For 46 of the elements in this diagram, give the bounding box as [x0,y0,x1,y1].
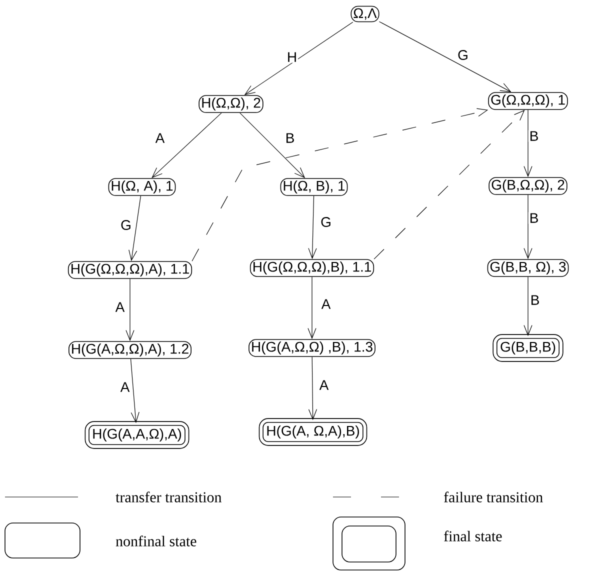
state-box: G(Ω,Ω,Ω), 1 [488,92,568,110]
edge-label: H [286,51,298,63]
arrow [308,356,318,420]
state-box: H(Ω,Ω), 2 [198,95,264,113]
final-state-box: H(G(A, Ω,A),B) [258,418,368,446]
arrow [152,112,222,178]
state-box: Ω,Λ [350,6,380,22]
state-box: G(B,Ω,Ω), 2 [488,177,568,195]
edge-label: G [120,219,132,231]
arrow [126,278,134,342]
arrow [524,276,532,336]
edge-label: B [529,294,541,306]
state-box: H(Ω, B), 1 [280,178,348,196]
edge-label: A [320,298,332,310]
edge-label: A [318,379,330,391]
dashed-arrow [374,110,525,260]
edge-label: B [528,212,540,224]
edge-label: B [284,132,296,144]
edge-label: B [528,130,540,142]
edge-label: G [456,49,470,61]
edge-label: A [119,381,131,393]
arrow [524,110,532,178]
arrow [244,22,354,96]
final-state-box: H(G(A,A,Ω),A) [84,421,190,449]
edge-label: A [114,301,126,313]
arrow [128,196,142,262]
dashed-arrow [192,108,488,262]
legend-text: final state [444,530,502,542]
arrow [308,196,317,260]
state-box: G(B,B, Ω), 3 [487,259,569,277]
arrow [130,358,140,424]
arrow [524,194,532,260]
arrow [308,276,316,340]
arrow [240,112,306,178]
state-box: H(G(Ω,Ω,Ω),A), 1.1 [68,261,192,279]
state-box: H(G(Ω,Ω,Ω),B), 1.1 [250,259,374,277]
state-box: H(G(A,Ω,Ω) ,B), 1.3 [248,339,376,357]
legend-text: nonfinal state [116,536,196,546]
state-box: H(G(A,Ω,Ω),A), 1.2 [68,341,192,359]
final-state-box: G(B,B,B) [492,334,564,362]
state-box: H(Ω, A), 1 [108,178,176,196]
arrow [378,21,512,92]
edge-label: G [320,216,332,228]
legend-text: transfer transition [116,492,222,502]
legend-text: failure transition [444,492,543,502]
edge-label: A [154,132,166,144]
